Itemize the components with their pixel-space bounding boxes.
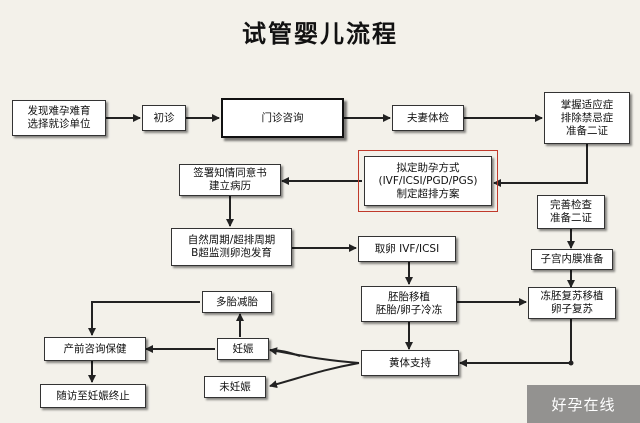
node-indications: 掌握适应症 排除禁忌症 准备二证 xyxy=(544,92,630,144)
connector-pregnant-branch xyxy=(269,349,301,357)
node-transfer: 胚胎移植 胚胎/卵子冷冻 xyxy=(361,286,457,322)
node-retrieval: 取卵 IVF/ICSI xyxy=(358,236,456,262)
diagram-title: 试管婴儿流程 xyxy=(242,19,398,48)
node-not-pregnant: 未妊娠 xyxy=(204,376,266,398)
watermark-logo: 好孕在线 xyxy=(527,385,640,423)
node-pregnant: 妊娠 xyxy=(217,338,269,360)
node-complete: 完善检查 准备二证 xyxy=(537,195,605,229)
node-plan: 拟定助孕方式 (IVF/ICSI/PGD/PGS) 制定超排方案 xyxy=(364,156,492,206)
node-discover: 发现难孕难育 选择就诊单位 xyxy=(12,100,106,136)
node-thaw: 冻胚复苏移植 卵子复苏 xyxy=(528,287,616,319)
arrow-reduction-prenatal xyxy=(88,301,200,336)
node-cycle: 自然周期/超排周期 B超监测卵泡发育 xyxy=(171,228,292,266)
node-endometrium: 子宫内膜准备 xyxy=(531,249,613,270)
node-followup: 随访至妊娠终止 xyxy=(40,384,146,408)
node-consent: 签署知情同意书 建立病历 xyxy=(179,164,281,196)
arrow-thaw-luteal xyxy=(459,319,572,367)
node-first-visit: 初诊 xyxy=(142,105,186,131)
plan-highlight-frame xyxy=(358,150,498,212)
node-prenatal: 产前咨询保健 xyxy=(44,337,146,361)
arrow-luteal-notpregnant xyxy=(269,362,360,389)
node-luteal: 黄体支持 xyxy=(361,350,459,376)
node-reduction: 多胎减胎 xyxy=(202,291,272,313)
node-outpatient: 门诊咨询 xyxy=(221,98,344,138)
arrow-indications-plan xyxy=(493,144,588,187)
node-couple-exam: 夫妻体检 xyxy=(392,105,464,131)
